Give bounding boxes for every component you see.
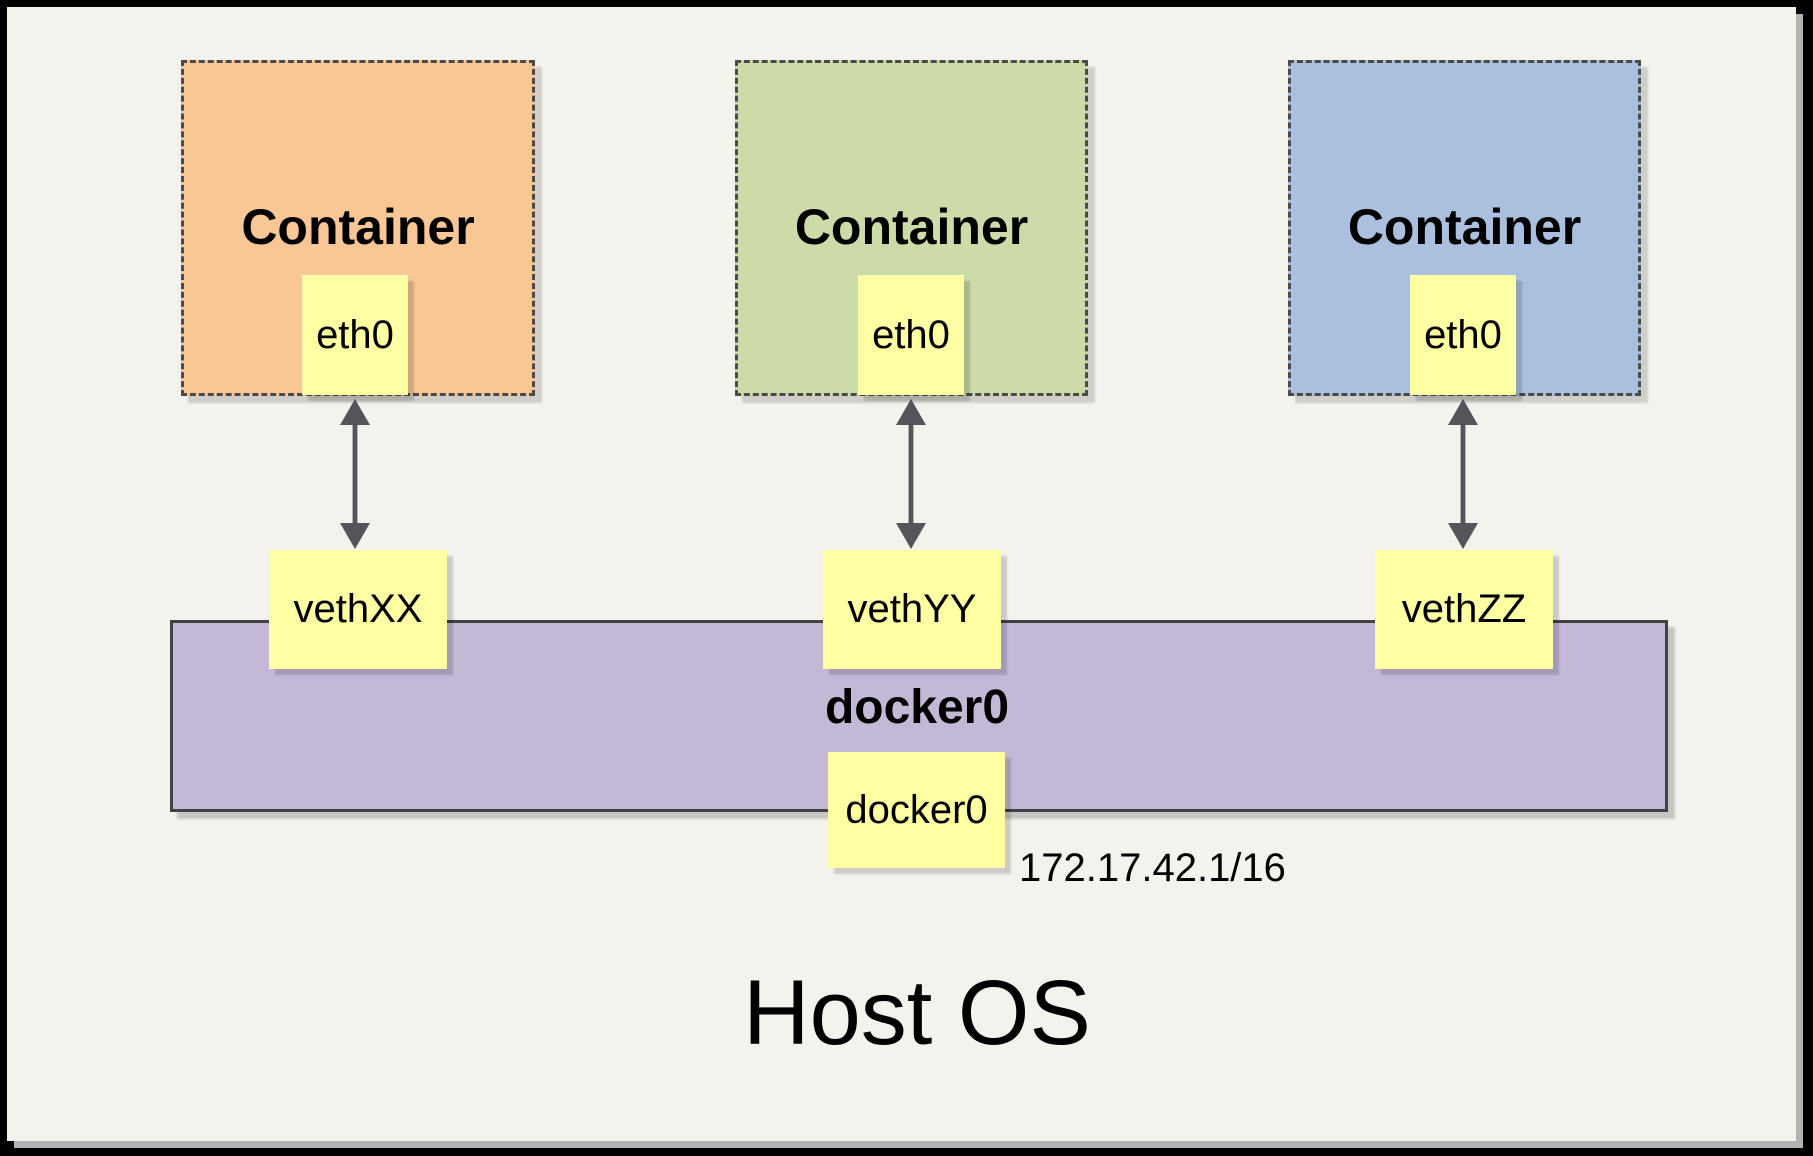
- bridge-ip-label: 172.17.42.1/16: [1019, 846, 1286, 890]
- veth-box-xx: vethXX: [269, 550, 447, 669]
- eth0-interface-box-3: eth0: [1410, 275, 1516, 395]
- docker0-interface-box: docker0: [828, 752, 1005, 868]
- host-os-label: Host OS: [743, 962, 1091, 1064]
- container-title: Container: [794, 199, 1029, 255]
- eth0-veth-arrow-2: [895, 399, 927, 549]
- container-title: Container: [1347, 199, 1582, 255]
- eth0-veth-arrow-1: [339, 399, 371, 549]
- host-os-boundary: Container Container Container eth0 eth0 …: [7, 7, 1796, 1141]
- eth0-interface-box-2: eth0: [858, 275, 964, 395]
- eth0-veth-arrow-3: [1447, 399, 1479, 549]
- eth0-interface-box-1: eth0: [302, 275, 408, 395]
- veth-box-yy: vethYY: [823, 550, 1001, 669]
- docker0-bridge-label: docker0: [824, 681, 1010, 734]
- veth-box-zz: vethZZ: [1375, 550, 1553, 669]
- container-title: Container: [241, 199, 475, 255]
